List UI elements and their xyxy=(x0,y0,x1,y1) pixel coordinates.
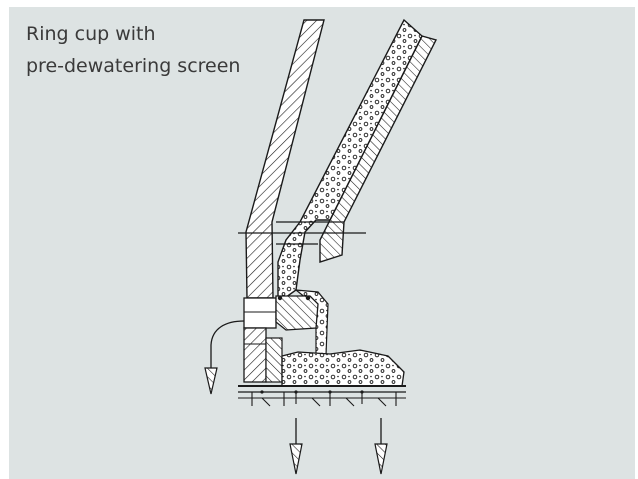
bottom-screen-plate xyxy=(238,385,406,407)
screen-marker-right xyxy=(305,295,311,301)
caption-line-2: pre-dewatering screen xyxy=(26,55,241,77)
side-filtrate-arrow xyxy=(204,320,245,395)
drain-arrow-right xyxy=(374,418,388,475)
ring-cup-body xyxy=(243,295,319,383)
reference-lines xyxy=(238,221,366,245)
screen-marker-left xyxy=(277,295,283,301)
figure-caption: Ring cup with pre-dewatering screen xyxy=(26,18,240,82)
settled-solids-bed xyxy=(281,349,405,387)
right-cone-outer-wall xyxy=(319,35,438,263)
drain-arrow-left xyxy=(289,418,303,475)
caption-line-1: Ring cup with xyxy=(26,23,156,45)
